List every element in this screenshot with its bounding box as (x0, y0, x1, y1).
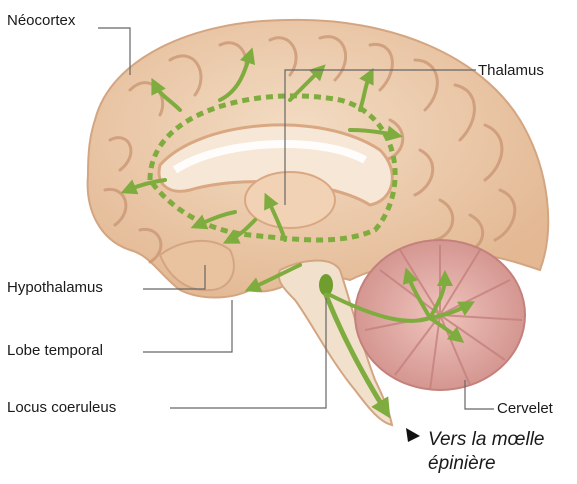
label-moelle-line2: épinière (428, 453, 496, 475)
thalamus-shape (245, 172, 335, 228)
label-moelle-line1: Vers la mœlle (428, 429, 544, 451)
label-locus-coeruleus: Locus coeruleus (7, 399, 116, 417)
label-hypothalamus: Hypothalamus (7, 279, 103, 297)
label-cervelet: Cervelet (497, 400, 553, 418)
label-lobe-temporal: Lobe temporal (7, 342, 103, 360)
label-thalamus: Thalamus (478, 62, 544, 80)
spinal-pointer-icon (406, 428, 420, 442)
label-neocortex: Néocortex (7, 12, 75, 30)
